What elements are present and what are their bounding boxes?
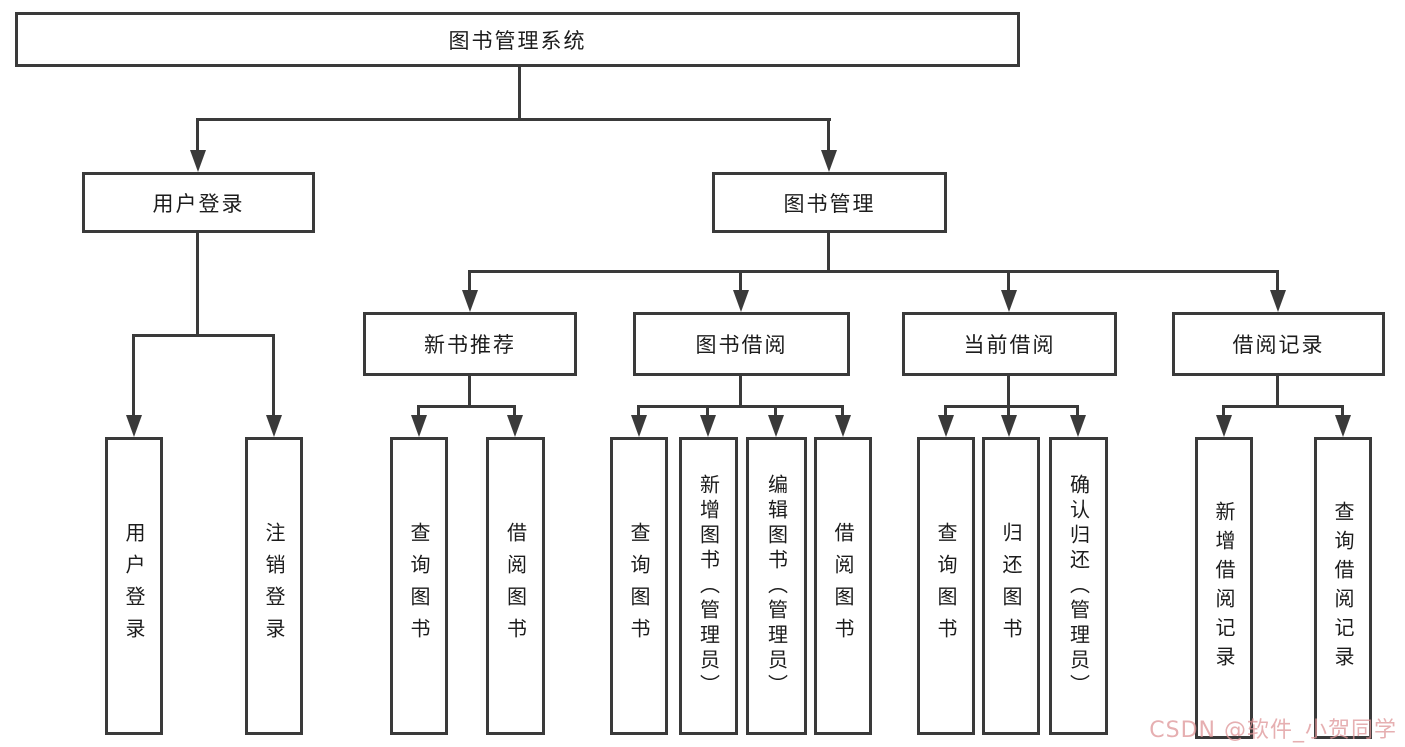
connector-line (132, 334, 135, 417)
node-new-book-recommendation: 新书推荐 (363, 312, 577, 376)
leaf-query-books-current: 查询图书 (917, 437, 975, 735)
arrowhead-icon (768, 415, 784, 437)
leaf-add-book-admin-label: 新增图书（管理员） (696, 473, 721, 699)
node-borrowing-records-label: 借阅记录 (1232, 333, 1325, 357)
connector-line (706, 405, 709, 417)
leaf-edit-book-admin-label: 编辑图书（管理员） (764, 473, 789, 699)
leaf-return-books-label: 归还图书 (999, 522, 1023, 650)
arrowhead-icon (1001, 415, 1017, 437)
arrowhead-icon (411, 415, 427, 437)
connector-line (944, 405, 947, 417)
connector-line (196, 232, 199, 336)
leaf-query-books-recommend-label: 查询图书 (407, 522, 431, 650)
connector-line (468, 376, 471, 407)
node-user-login-label: 用户登录 (152, 191, 245, 216)
node-book-management: 图书管理 (712, 172, 947, 233)
arrowhead-icon (1270, 290, 1286, 312)
node-current-borrowing: 当前借阅 (902, 312, 1117, 376)
leaf-add-borrow-record: 新增借阅记录 (1195, 437, 1253, 739)
arrowhead-icon (1001, 290, 1017, 312)
connector-line (637, 405, 640, 417)
connector-line (1276, 376, 1279, 407)
leaf-borrow-books-recommend: 借阅图书 (486, 437, 545, 735)
connector-line (470, 270, 1278, 273)
leaf-query-books-recommend: 查询图书 (390, 437, 448, 735)
arrowhead-icon (821, 150, 837, 172)
leaf-query-books-borrowing-label: 查询图书 (627, 522, 651, 650)
arrowhead-icon (631, 415, 647, 437)
connector-line (946, 405, 1078, 408)
connector-line (841, 405, 844, 417)
node-book-management-label: 图书管理 (783, 191, 876, 216)
arrowhead-icon (507, 415, 523, 437)
leaf-query-books-borrowing: 查询图书 (610, 437, 668, 735)
arrowhead-icon (938, 415, 954, 437)
connector-line (417, 405, 420, 417)
connector-line (1076, 405, 1079, 417)
leaf-borrow-books-borrowing: 借阅图书 (814, 437, 872, 735)
arrowhead-icon (700, 415, 716, 437)
arrowhead-icon (1335, 415, 1351, 437)
leaf-confirm-return-admin: 确认归还（管理员） (1049, 437, 1108, 735)
arrowhead-icon (462, 290, 478, 312)
connector-line (518, 67, 521, 120)
node-current-borrowing-label: 当前借阅 (963, 333, 1056, 357)
node-book-borrowing-label: 图书借阅 (695, 333, 788, 357)
arrowhead-icon (1070, 415, 1086, 437)
connector-line (1007, 405, 1010, 417)
leaf-query-borrow-record-label: 查询借阅记录 (1331, 501, 1355, 675)
leaf-user-login: 用户登录 (105, 437, 163, 735)
leaf-return-books: 归还图书 (982, 437, 1040, 735)
connector-line (1222, 405, 1225, 417)
leaf-confirm-return-admin-label: 确认归还（管理员） (1066, 473, 1091, 699)
leaf-edit-book-admin: 编辑图书（管理员） (746, 437, 807, 735)
connector-line (827, 232, 830, 272)
connector-line (1224, 405, 1343, 408)
arrowhead-icon (190, 150, 206, 172)
connector-line (134, 334, 274, 337)
node-new-book-recommendation-label: 新书推荐 (424, 333, 516, 357)
connector-line (272, 334, 275, 417)
connector-line (1007, 270, 1010, 292)
connector-line (419, 405, 515, 408)
connector-line (1341, 405, 1344, 417)
leaf-add-borrow-record-label: 新增借阅记录 (1212, 501, 1236, 675)
connector-line (197, 118, 831, 121)
connector-line (739, 270, 742, 292)
node-borrowing-records: 借阅记录 (1172, 312, 1385, 376)
leaf-query-books-current-label: 查询图书 (934, 522, 958, 650)
leaf-logout: 注销登录 (245, 437, 303, 735)
leaf-logout-label: 注销登录 (262, 522, 286, 650)
node-root-label: 图书管理系统 (448, 28, 587, 53)
connector-line (1007, 376, 1010, 407)
connector-line (196, 118, 199, 154)
arrowhead-icon (1216, 415, 1232, 437)
node-book-borrowing: 图书借阅 (633, 312, 850, 376)
leaf-user-login-label: 用户登录 (122, 522, 146, 650)
node-user-login: 用户登录 (82, 172, 315, 233)
leaf-query-borrow-record: 查询借阅记录 (1314, 437, 1372, 739)
connector-line (774, 405, 777, 417)
watermark: CSDN @软件_小贺同学 (1149, 718, 1397, 743)
connector-line (1276, 270, 1279, 292)
connector-line (639, 405, 843, 408)
arrowhead-icon (266, 415, 282, 437)
connector-line (513, 405, 516, 417)
leaf-borrow-books-borrowing-label: 借阅图书 (831, 522, 855, 650)
arrowhead-icon (733, 290, 749, 312)
arrowhead-icon (126, 415, 142, 437)
node-root: 图书管理系统 (15, 12, 1020, 67)
leaf-add-book-admin: 新增图书（管理员） (679, 437, 738, 735)
connector-line (827, 118, 830, 154)
leaf-borrow-books-recommend-label: 借阅图书 (503, 522, 528, 650)
connector-line (739, 376, 742, 407)
connector-line (468, 270, 471, 292)
arrowhead-icon (835, 415, 851, 437)
